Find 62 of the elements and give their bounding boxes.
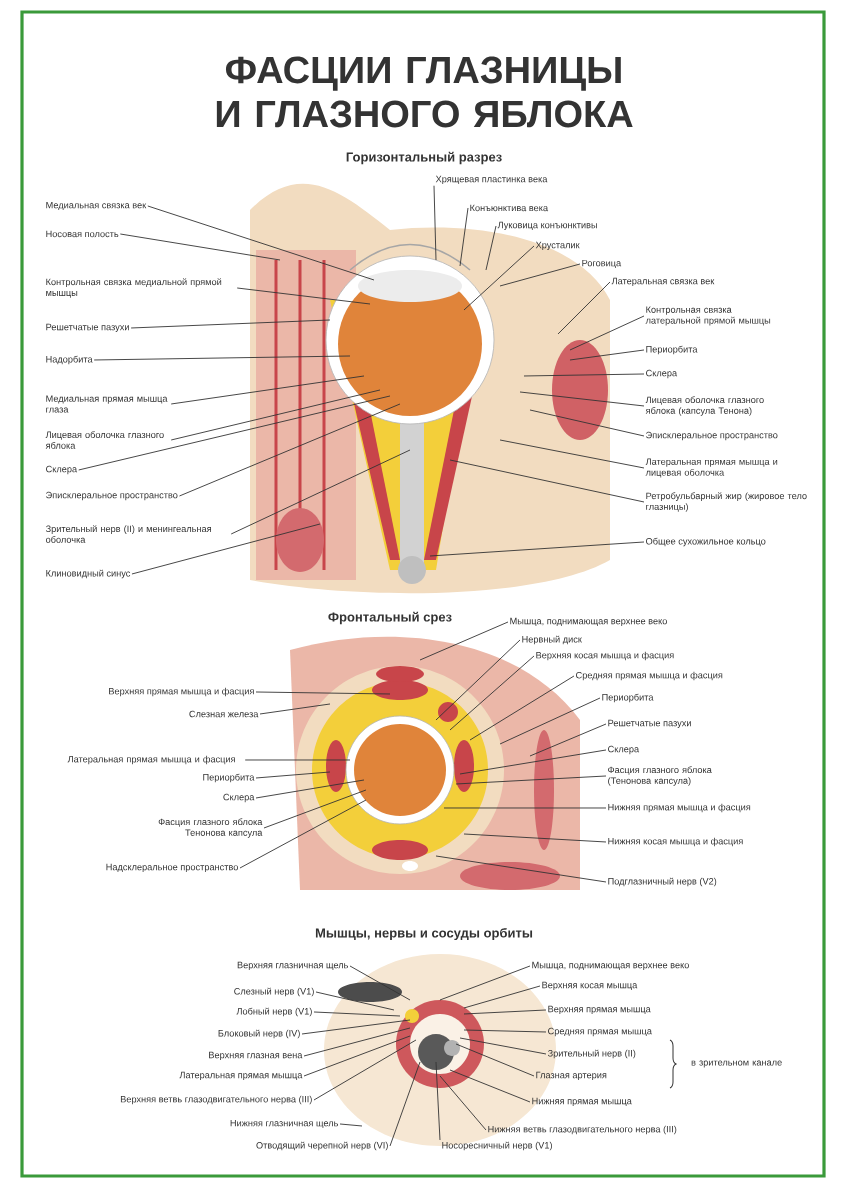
leader-line <box>435 1061 441 1141</box>
leader-line <box>313 1011 401 1017</box>
leader-line <box>170 389 381 441</box>
leader-line <box>313 1039 417 1101</box>
leader-line <box>499 263 581 287</box>
leader-line <box>130 319 331 329</box>
leader-line <box>131 523 321 575</box>
leader-line <box>463 245 535 311</box>
leader-line <box>93 355 351 361</box>
leader-line <box>170 375 365 405</box>
leader-line <box>435 639 521 721</box>
title: ФАСЦИИ ГЛАЗНИЦЫ И ГЛАЗНОГО ЯБЛОКА <box>216 56 633 128</box>
leader-line <box>349 965 411 1001</box>
leader-line <box>244 759 351 761</box>
leader-line <box>499 439 645 469</box>
leader-line <box>459 749 607 775</box>
leader-line <box>303 1027 411 1057</box>
leader-line <box>389 1061 421 1147</box>
leader-line <box>230 449 411 535</box>
leader-line <box>429 541 645 557</box>
leader-line <box>236 287 371 305</box>
leader-line <box>303 1035 411 1077</box>
leader-line <box>557 281 611 335</box>
leader-line <box>439 965 531 1001</box>
leader-line <box>569 315 645 351</box>
leader-line <box>78 395 391 471</box>
leader-line <box>463 1029 547 1033</box>
leader-line <box>439 1075 487 1131</box>
leader-line <box>443 807 607 809</box>
leader-line <box>435 855 607 883</box>
leader-line <box>485 225 497 271</box>
leader-line <box>519 391 645 407</box>
leader-line <box>315 991 395 1011</box>
leader-line <box>455 1043 535 1077</box>
leader-line <box>239 799 367 869</box>
leader-line <box>455 775 607 785</box>
leader-line <box>469 675 575 741</box>
leader-line <box>523 373 645 377</box>
leader-line <box>459 207 469 267</box>
leader-line <box>255 779 365 799</box>
leader-line <box>459 1037 547 1055</box>
leader-line <box>419 621 509 661</box>
leader-line <box>301 1019 411 1035</box>
leader-line <box>569 349 645 361</box>
leader-line <box>263 789 367 829</box>
leader-line <box>433 185 437 261</box>
leader-line <box>339 1123 363 1127</box>
leader-line <box>529 409 645 437</box>
leader-line <box>147 205 375 281</box>
leader-line <box>449 1069 531 1103</box>
leader-line <box>529 723 607 757</box>
leader-line <box>119 233 281 261</box>
leader-line <box>259 703 331 715</box>
leader-line <box>449 459 645 503</box>
leader-line <box>255 771 331 779</box>
leader-line <box>463 1009 547 1015</box>
leader-line <box>449 655 535 731</box>
leader-line <box>499 697 601 745</box>
leader-line <box>463 833 607 843</box>
leader-line <box>179 403 401 497</box>
leader-line <box>255 691 391 695</box>
leader-line <box>463 985 541 1009</box>
